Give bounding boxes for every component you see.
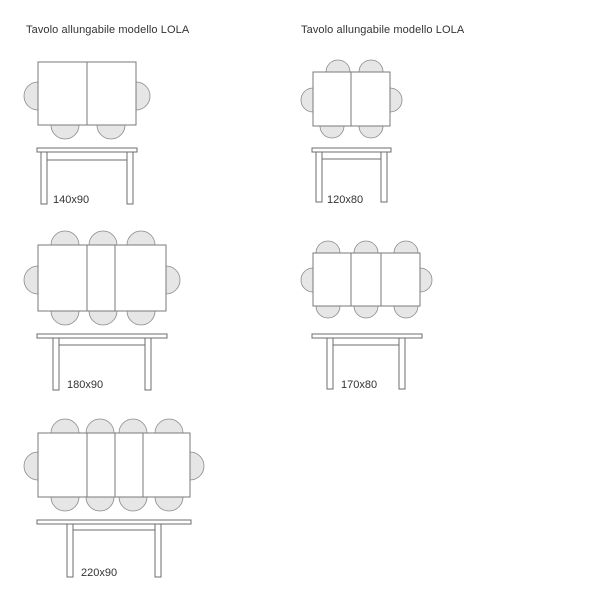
leg xyxy=(315,151,323,203)
leg xyxy=(40,151,48,205)
table-180x90-elevation xyxy=(36,333,168,391)
chair xyxy=(50,418,80,434)
chair xyxy=(118,496,148,512)
table-170x80-plan xyxy=(300,240,433,319)
chair xyxy=(353,305,379,319)
size-label-140x90: 140x90 xyxy=(53,194,89,206)
elevation-top xyxy=(311,333,423,339)
chair xyxy=(118,418,148,434)
chair xyxy=(126,310,156,326)
chair xyxy=(300,87,314,113)
chair xyxy=(315,240,341,254)
chair xyxy=(23,81,39,111)
elevation-top xyxy=(36,333,168,339)
leg xyxy=(66,523,74,578)
chair xyxy=(393,240,419,254)
elevation-top xyxy=(36,519,192,525)
chair xyxy=(358,125,384,139)
chair xyxy=(189,451,205,481)
chair xyxy=(50,310,80,326)
chair xyxy=(88,230,118,246)
leg xyxy=(126,151,134,205)
leg xyxy=(326,337,334,390)
chair xyxy=(154,496,184,512)
chair xyxy=(85,418,115,434)
table-140x90-plan xyxy=(23,61,151,140)
size-label-170x80: 170x80 xyxy=(341,379,377,391)
table-top xyxy=(37,244,167,312)
leg xyxy=(154,523,162,578)
elevation-top xyxy=(36,147,138,153)
elevation-top xyxy=(311,147,392,153)
chair xyxy=(126,230,156,246)
table-180x90-plan xyxy=(23,230,181,326)
table-140x90-elevation xyxy=(36,147,138,205)
page-title-left: Tavolo allungabile modello LOLA xyxy=(26,24,190,36)
chair xyxy=(389,87,403,113)
page-title-right: Tavolo allungabile modello LOLA xyxy=(301,24,465,36)
size-label-220x90: 220x90 xyxy=(81,567,117,579)
chair xyxy=(135,81,151,111)
chair xyxy=(50,124,80,140)
leg xyxy=(144,337,152,391)
chair xyxy=(96,124,126,140)
table-top xyxy=(37,432,191,498)
chair xyxy=(50,230,80,246)
chair xyxy=(353,240,379,254)
table-120x80-elevation xyxy=(311,147,392,203)
table-170x80-elevation xyxy=(311,333,423,390)
chair xyxy=(358,59,384,73)
chair xyxy=(419,267,433,293)
chair xyxy=(300,267,314,293)
chair xyxy=(88,310,118,326)
chair xyxy=(50,496,80,512)
chair xyxy=(319,125,345,139)
leg xyxy=(380,151,388,203)
chair xyxy=(393,305,419,319)
chair xyxy=(23,451,39,481)
leg xyxy=(52,337,60,391)
leg xyxy=(398,337,406,390)
size-label-120x80: 120x80 xyxy=(327,194,363,206)
table-220x90-plan xyxy=(23,418,205,512)
table-120x80-plan xyxy=(300,59,403,139)
chair xyxy=(85,496,115,512)
chair xyxy=(315,305,341,319)
chair xyxy=(154,418,184,434)
size-label-180x90: 180x90 xyxy=(67,379,103,391)
table-220x90-elevation xyxy=(36,519,192,578)
chair xyxy=(23,265,39,295)
chair xyxy=(325,59,351,73)
table-top xyxy=(312,252,421,307)
chair xyxy=(165,265,181,295)
